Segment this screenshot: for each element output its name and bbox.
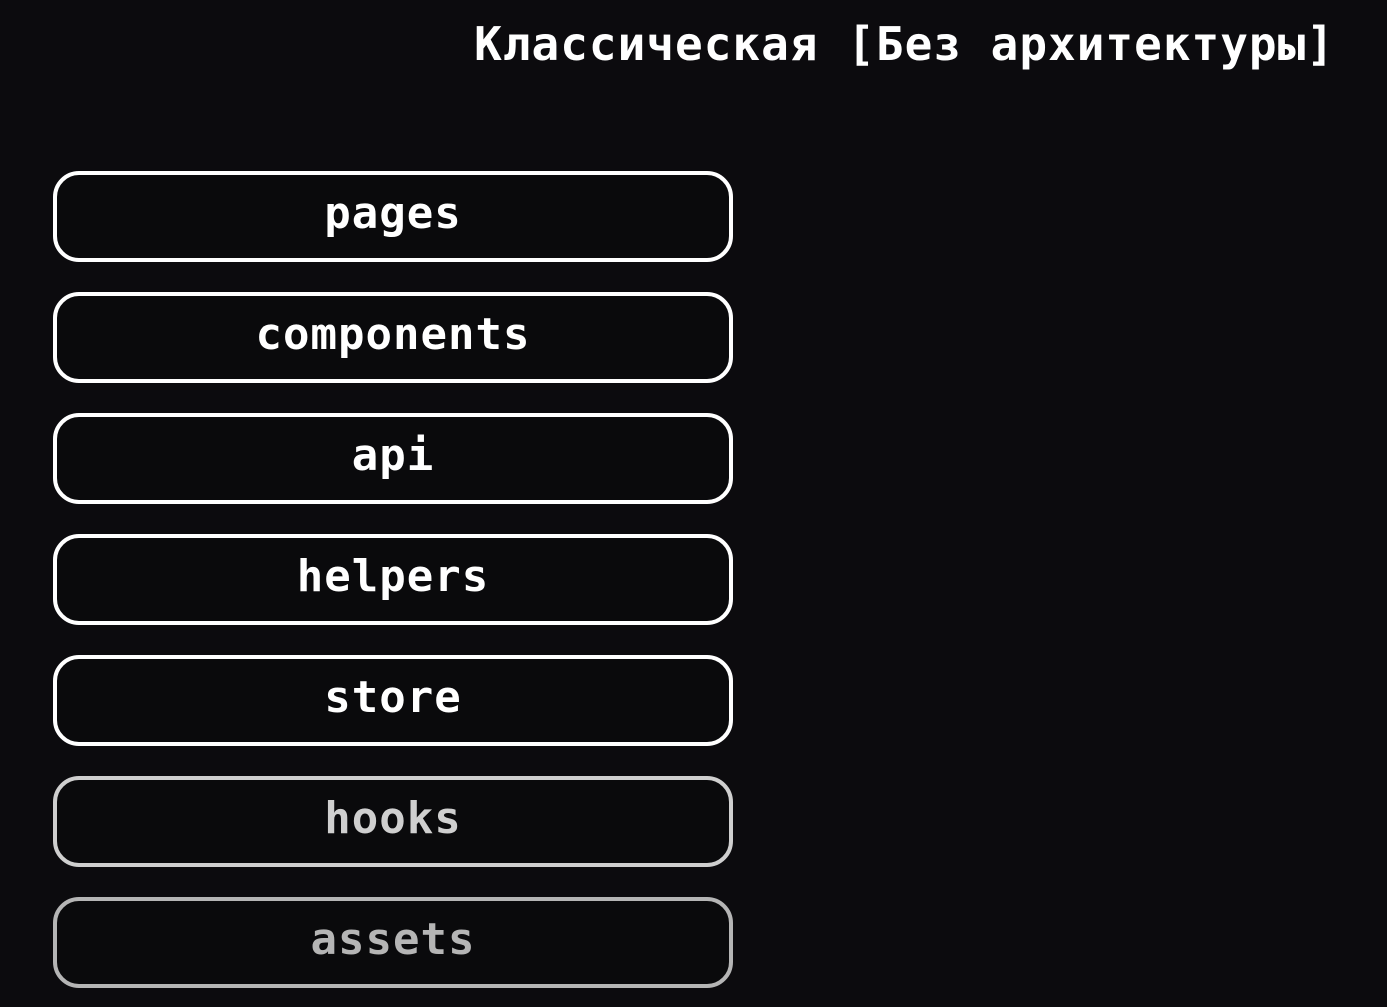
folder-label: helpers: [296, 550, 490, 602]
folder-list: pages components api helpers store hooks…: [53, 171, 733, 1007]
folder-box-store: store: [53, 655, 733, 746]
folder-label: store: [324, 671, 462, 723]
folder-box-hooks: hooks: [53, 776, 733, 867]
folder-box-api: api: [53, 413, 733, 504]
folder-box-components: components: [53, 292, 733, 383]
folder-box-pages: pages: [53, 171, 733, 262]
folder-box-assets: assets: [53, 897, 733, 988]
page-title: Классическая [Без архитектуры]: [474, 17, 1335, 71]
folder-box-helpers: helpers: [53, 534, 733, 625]
folder-label: pages: [324, 187, 462, 239]
folder-label: api: [351, 429, 435, 481]
folder-label: assets: [310, 913, 476, 965]
folder-label: components: [255, 308, 531, 360]
folder-label: hooks: [324, 792, 462, 844]
